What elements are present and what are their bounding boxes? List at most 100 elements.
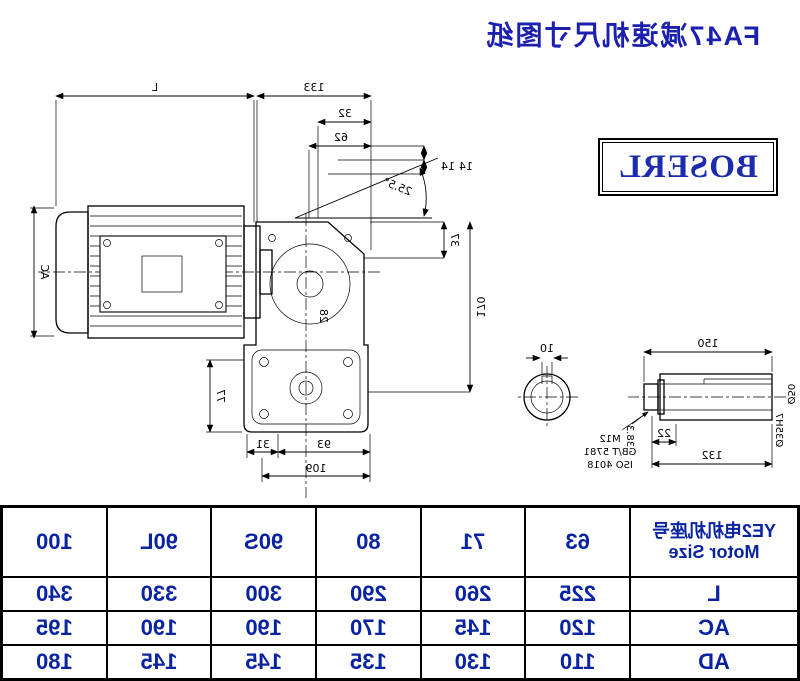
table-header-line2: Motor Size bbox=[668, 542, 760, 562]
shaft-side-detail: 150 22 132 38.3 Ø50 Ø35H7 M12 GB/T 5781 … bbox=[584, 337, 797, 471]
bolt-note-gbt: GB/T 5781 bbox=[584, 447, 637, 458]
dim-132-label: 132 bbox=[702, 449, 723, 462]
section-centerlines bbox=[516, 366, 578, 428]
dim-22-label: 22 bbox=[657, 427, 671, 440]
table-header-motor-size: YE2电机机座号 Motor Size bbox=[630, 507, 798, 577]
motor-bolt bbox=[103, 301, 111, 309]
gear-cover-circle bbox=[269, 243, 351, 325]
dia-50-label: Ø50 bbox=[785, 384, 797, 405]
cell-AD-63: 110 bbox=[525, 645, 630, 679]
dim-62-label: 62 bbox=[334, 131, 348, 144]
row-label-AC: AC bbox=[630, 611, 798, 645]
cell-AC-80: 170 bbox=[316, 611, 421, 645]
shaft-outer-circle bbox=[523, 373, 571, 421]
gearbox-outline bbox=[243, 221, 369, 433]
dim-109-label: 109 bbox=[306, 462, 327, 475]
angle-slant-line bbox=[294, 157, 439, 219]
dim-14a-label: 14 bbox=[441, 160, 455, 173]
cell-AD-100: 180 bbox=[2, 645, 107, 679]
cell-AC-71: 145 bbox=[420, 611, 526, 645]
bore-and-keyway-lines bbox=[660, 378, 772, 411]
dim-93-label: 93 bbox=[317, 438, 331, 451]
cell-AD-80: 135 bbox=[316, 645, 421, 679]
dim-383-label: 38.3 bbox=[624, 425, 635, 447]
dim-170-label: 170 bbox=[474, 297, 487, 318]
extension-lines-bottom bbox=[246, 434, 371, 482]
dia-35H7-label: Ø35H7 bbox=[773, 413, 785, 447]
cell-AD-71: 130 bbox=[420, 645, 526, 679]
housing-bolt bbox=[344, 234, 352, 242]
dim-10-label: 10 bbox=[540, 342, 554, 355]
col-header-80: 80 bbox=[316, 507, 421, 577]
row-label-L: L bbox=[630, 577, 798, 611]
flange-bolt-hole bbox=[259, 357, 269, 367]
gear-shaft-circle bbox=[296, 270, 324, 298]
cell-AC-63: 120 bbox=[525, 611, 630, 645]
motor-frame bbox=[99, 235, 227, 313]
cell-L-71: 260 bbox=[420, 577, 526, 611]
bolt-note-m12: M12 bbox=[599, 434, 620, 445]
cell-L-80: 290 bbox=[316, 577, 421, 611]
motor-bolt bbox=[103, 239, 111, 247]
bottom-dimensions: 93 31 109 bbox=[246, 434, 371, 482]
housing-bolt bbox=[268, 234, 276, 242]
shaft-section-detail: 10 bbox=[516, 342, 578, 428]
motor-view bbox=[55, 205, 273, 339]
dim-32-label: 32 bbox=[338, 107, 352, 120]
dim-150-label: 150 bbox=[698, 337, 719, 350]
shaft-bore-circle bbox=[530, 380, 564, 414]
end-bolt-head bbox=[643, 383, 659, 411]
flange-bolt-hole bbox=[259, 409, 269, 419]
dim-37-label: 37 bbox=[448, 233, 461, 247]
shaft-extension-lines bbox=[643, 356, 773, 468]
motor-bolt bbox=[215, 239, 223, 247]
output-flange-face bbox=[251, 349, 361, 425]
output-bore-inner bbox=[298, 380, 314, 396]
angle-arc bbox=[419, 167, 429, 217]
table-header-line1: YE2电机机座号 bbox=[651, 521, 777, 542]
dim-14b-label: 14 bbox=[459, 160, 473, 173]
gearbox-technical-drawing: 28 25.5° L 133 32 62 14 14 bbox=[30, 81, 797, 498]
cell-L-63: 225 bbox=[525, 577, 630, 611]
motor-size-table: YE2电机机座号 Motor Size 63 71 80 90S 90L 100… bbox=[0, 505, 800, 681]
dim-AC-label: AC bbox=[38, 264, 51, 279]
extension-lines-top bbox=[55, 100, 372, 250]
angle-annotation: 25.5° bbox=[294, 157, 439, 219]
keyway-notch bbox=[541, 375, 553, 384]
cell-AC-90S: 190 bbox=[211, 611, 317, 645]
col-header-63: 63 bbox=[525, 507, 630, 577]
cell-AD-90L: 145 bbox=[106, 645, 212, 679]
flange-bolt-hole bbox=[343, 357, 353, 367]
dim-31-label: 31 bbox=[256, 438, 270, 451]
motor-fan-cover bbox=[55, 211, 89, 334]
col-header-90L: 90L bbox=[106, 507, 212, 577]
keyway-extension-lines bbox=[541, 362, 553, 374]
motor-bolt bbox=[215, 301, 223, 309]
cell-AD-90S: 145 bbox=[211, 645, 317, 679]
extension-lines-side bbox=[30, 145, 470, 433]
bolt-note-leader bbox=[621, 411, 649, 431]
gearbox-view: 28 bbox=[243, 221, 369, 433]
dim-28-label: 28 bbox=[317, 309, 330, 323]
cell-L-90L: 330 bbox=[106, 577, 212, 611]
col-header-71: 71 bbox=[420, 507, 526, 577]
col-header-90S: 90S bbox=[211, 507, 317, 577]
motor-nameplate bbox=[141, 255, 183, 293]
side-dimensions: 14 14 37 170 AC 77 bbox=[30, 145, 487, 433]
dim-L-label: L bbox=[151, 81, 158, 94]
output-bore-circle bbox=[289, 371, 323, 405]
dim-133-label: 133 bbox=[304, 81, 325, 94]
angle-label: 25.5° bbox=[381, 175, 414, 198]
cell-AC-90L: 190 bbox=[106, 611, 212, 645]
cell-AC-100: 195 bbox=[2, 611, 107, 645]
cell-L-100: 340 bbox=[2, 577, 107, 611]
bolt-note-iso: ISO 4018 bbox=[587, 460, 633, 471]
flange-bolt-hole bbox=[343, 409, 353, 419]
cell-L-90S: 300 bbox=[211, 577, 317, 611]
dim-77-label: 77 bbox=[214, 389, 227, 403]
row-label-AD: AD bbox=[630, 645, 798, 679]
top-dimensions: L 133 32 62 bbox=[55, 81, 372, 250]
shaft-sleeve bbox=[659, 373, 773, 421]
